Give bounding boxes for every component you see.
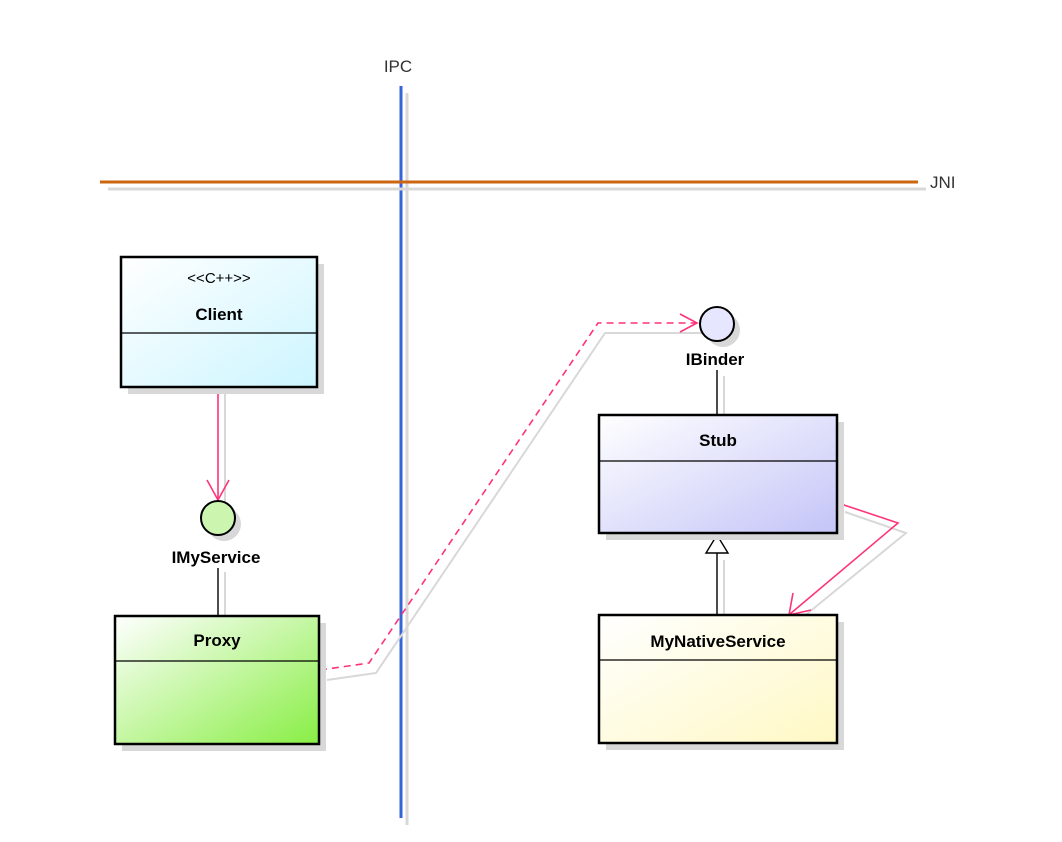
- ibinder-label: IBinder: [686, 350, 745, 369]
- proxy-name: Proxy: [193, 631, 241, 650]
- client-stereotype: <<C++>>: [187, 270, 251, 287]
- imyservice-circle: [200, 500, 236, 536]
- client-name: Client: [195, 305, 243, 324]
- proxy-to-ibinder-dependency: [319, 313, 703, 681]
- class-client: <<C++>> Client: [119, 255, 324, 394]
- client-to-imyservice-arrow: [206, 388, 230, 508]
- imyservice-label: IMyService: [172, 548, 261, 567]
- ibinder-circle: [699, 306, 735, 342]
- class-stub: Stub: [597, 413, 844, 540]
- client-box: [119, 255, 319, 389]
- mynativeservice-name: MyNativeService: [650, 632, 785, 651]
- ipc-boundary: IPC: [384, 57, 412, 825]
- jni-label: JNI: [930, 173, 956, 192]
- imyservice-stem: [217, 568, 226, 622]
- inheritance-arrow: [704, 533, 730, 622]
- class-proxy: Proxy: [113, 614, 326, 751]
- jni-boundary: JNI: [100, 173, 956, 192]
- proxy-box: [113, 614, 321, 746]
- mynativeservice-box: [597, 613, 839, 745]
- stub-box: [597, 413, 839, 535]
- interface-ibinder: IBinder: [686, 306, 745, 369]
- stub-name: Stub: [699, 431, 737, 450]
- class-mynativeservice: MyNativeService: [597, 613, 844, 750]
- interface-imyservice: IMyService: [172, 500, 261, 567]
- ipc-label: IPC: [384, 57, 412, 76]
